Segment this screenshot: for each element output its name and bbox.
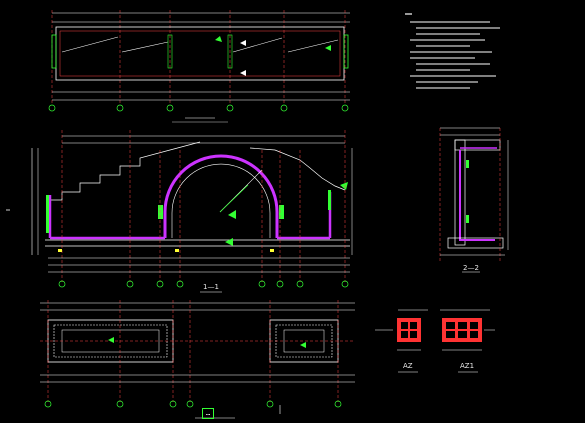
general-notes (405, 13, 500, 89)
detail-az1 (440, 309, 495, 373)
section-1-1-label: 1—1 (203, 283, 219, 291)
section-2-2-label: 2—2 (463, 264, 479, 272)
section-2-2 (439, 127, 509, 273)
section-1-1 (6, 130, 353, 293)
detail-az (375, 309, 428, 373)
sheet-title-box: … (202, 408, 215, 419)
bottom-plan-views (40, 300, 355, 408)
top-plan-view (48, 10, 350, 123)
detail-az-label: AZ (403, 362, 413, 370)
detail-az1-label: AZ1 (460, 362, 475, 370)
